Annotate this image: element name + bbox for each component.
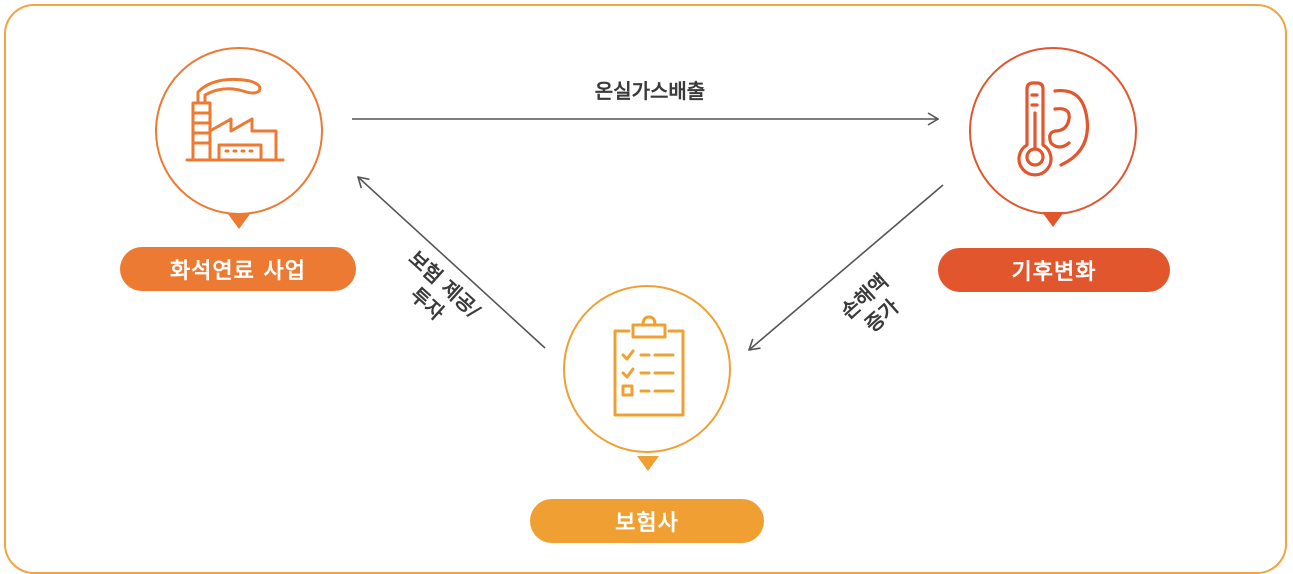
- factory-icon: [185, 77, 285, 162]
- climate-label: 기후변화: [938, 248, 1170, 292]
- arrow-loss: [749, 184, 944, 350]
- climate-pointer: [1042, 212, 1064, 227]
- insurer-label: 보험사: [530, 499, 764, 543]
- clipboard-checklist-icon: [613, 315, 685, 417]
- thermometer-icon: [1017, 81, 1090, 177]
- climate-circle: [969, 47, 1137, 215]
- fossil-circle: [155, 47, 323, 215]
- insurer-circle: [563, 285, 731, 453]
- fossil-label: 화석연료 사업: [120, 247, 356, 291]
- fossil-pointer: [228, 214, 250, 229]
- emission-label: 온실가스배출: [594, 79, 706, 103]
- arrow-insurance: [358, 177, 546, 349]
- insurer-pointer: [637, 456, 659, 471]
